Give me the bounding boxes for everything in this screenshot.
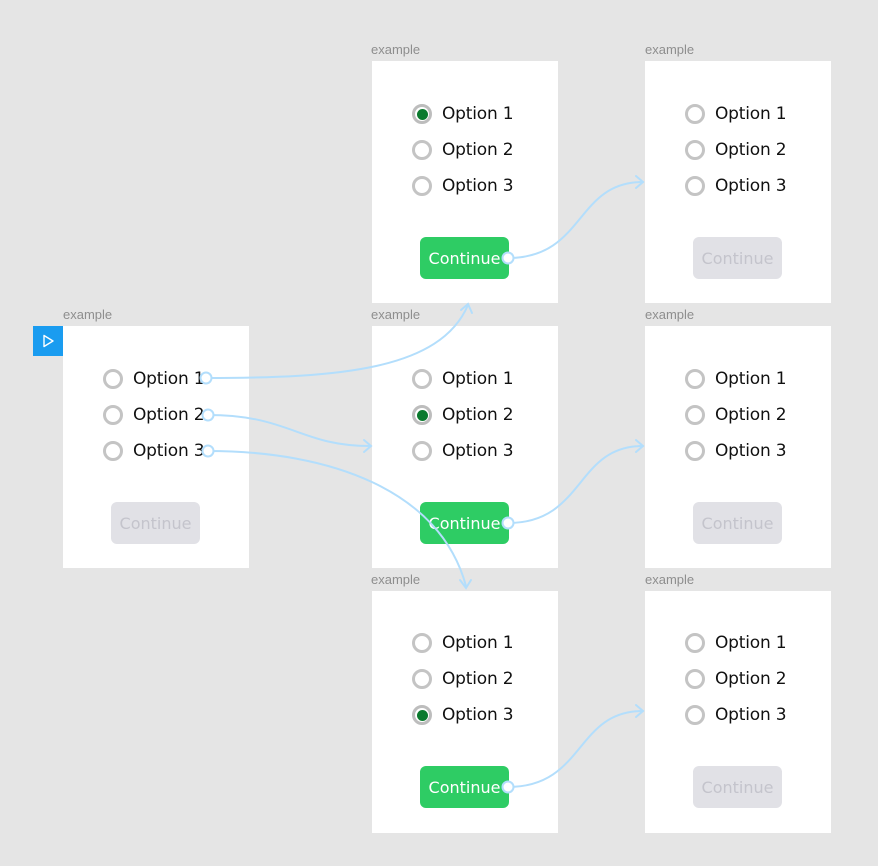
radio-circle[interactable] <box>685 405 705 425</box>
radio-circle[interactable] <box>685 633 705 653</box>
radio-circle[interactable] <box>685 176 705 196</box>
radio-circle[interactable] <box>412 441 432 461</box>
radio-option-3[interactable]: Option 3 <box>412 437 514 465</box>
radio-label: Option 1 <box>715 633 787 653</box>
frame-option-3-selected[interactable]: Option 1 Option 2 Option 3 Continue <box>372 591 558 833</box>
radio-label: Option 2 <box>715 669 787 689</box>
radio-label: Option 3 <box>715 176 787 196</box>
radio-label: Option 2 <box>442 669 514 689</box>
arrow-icon <box>635 704 645 718</box>
radio-label: Option 1 <box>442 633 514 653</box>
radio-label: Option 3 <box>715 441 787 461</box>
radio-option-3[interactable]: Option 3 <box>412 701 514 729</box>
continue-button[interactable]: Continue <box>420 766 509 808</box>
radio-label: Option 2 <box>715 140 787 160</box>
radio-option-3[interactable]: Option 3 <box>685 437 787 465</box>
radio-circle[interactable] <box>412 705 432 725</box>
radio-option-1[interactable]: Option 1 <box>685 100 787 128</box>
radio-label: Option 1 <box>715 369 787 389</box>
frame-result-1[interactable]: Option 1 Option 2 Option 3 Continue <box>645 61 831 303</box>
frame-label: example <box>645 572 695 587</box>
radio-option-1[interactable]: Option 1 <box>685 629 787 657</box>
radio-label: Option 1 <box>442 104 514 124</box>
frame-label: example <box>371 307 421 322</box>
radio-circle[interactable] <box>412 369 432 389</box>
radio-option-2[interactable]: Option 2 <box>412 401 514 429</box>
radio-option-1[interactable]: Option 1 <box>412 100 514 128</box>
radio-circle[interactable] <box>685 140 705 160</box>
continue-button[interactable]: Continue <box>693 766 782 808</box>
frame-result-2[interactable]: Option 1 Option 2 Option 3 Continue <box>645 326 831 568</box>
radio-option-1[interactable]: Option 1 <box>103 365 205 393</box>
continue-button[interactable]: Continue <box>693 502 782 544</box>
radio-label: Option 2 <box>715 405 787 425</box>
radio-option-1[interactable]: Option 1 <box>412 629 514 657</box>
arrow-icon <box>635 175 645 189</box>
radio-label: Option 3 <box>442 176 514 196</box>
arrow-icon <box>460 302 473 314</box>
radio-circle[interactable] <box>412 669 432 689</box>
radio-circle[interactable] <box>685 705 705 725</box>
radio-option-3[interactable]: Option 3 <box>412 172 514 200</box>
radio-option-1[interactable]: Option 1 <box>685 365 787 393</box>
radio-label: Option 2 <box>442 405 514 425</box>
radio-label: Option 1 <box>133 369 205 389</box>
radio-label: Option 3 <box>442 441 514 461</box>
radio-option-2[interactable]: Option 2 <box>685 136 787 164</box>
radio-circle[interactable] <box>412 140 432 160</box>
radio-option-1[interactable]: Option 1 <box>412 365 514 393</box>
radio-circle[interactable] <box>103 441 123 461</box>
radio-label: Option 1 <box>442 369 514 389</box>
continue-button[interactable]: Continue <box>111 502 200 544</box>
arrow-icon <box>363 439 373 453</box>
radio-option-3[interactable]: Option 3 <box>685 701 787 729</box>
radio-label: Option 2 <box>442 140 514 160</box>
continue-button[interactable]: Continue <box>420 502 509 544</box>
radio-circle[interactable] <box>412 405 432 425</box>
frame-label: example <box>371 42 421 57</box>
frame-start[interactable]: Option 1 Option 2 Option 3 Continue <box>63 326 249 568</box>
frame-option-2-selected[interactable]: Option 1 Option 2 Option 3 Continue <box>372 326 558 568</box>
radio-option-2[interactable]: Option 2 <box>685 401 787 429</box>
radio-circle[interactable] <box>103 369 123 389</box>
frame-label: example <box>63 307 113 322</box>
continue-button[interactable]: Continue <box>420 237 509 279</box>
arrow-icon <box>635 439 645 453</box>
radio-option-3[interactable]: Option 3 <box>685 172 787 200</box>
radio-circle[interactable] <box>685 104 705 124</box>
radio-option-2[interactable]: Option 2 <box>412 665 514 693</box>
radio-option-2[interactable]: Option 2 <box>685 665 787 693</box>
radio-option-3[interactable]: Option 3 <box>103 437 205 465</box>
radio-circle[interactable] <box>412 633 432 653</box>
frame-label: example <box>645 307 695 322</box>
radio-circle[interactable] <box>685 669 705 689</box>
flow-start-button[interactable] <box>33 326 63 356</box>
radio-label: Option 3 <box>442 705 514 725</box>
radio-label: Option 2 <box>133 405 205 425</box>
radio-circle[interactable] <box>103 405 123 425</box>
play-icon <box>43 334 54 348</box>
radio-circle[interactable] <box>412 176 432 196</box>
radio-circle[interactable] <box>685 369 705 389</box>
radio-label: Option 3 <box>715 705 787 725</box>
continue-button[interactable]: Continue <box>693 237 782 279</box>
frame-label: example <box>645 42 695 57</box>
frame-result-3[interactable]: Option 1 Option 2 Option 3 Continue <box>645 591 831 833</box>
radio-option-2[interactable]: Option 2 <box>412 136 514 164</box>
radio-option-2[interactable]: Option 2 <box>103 401 205 429</box>
radio-circle[interactable] <box>412 104 432 124</box>
frame-option-1-selected[interactable]: Option 1 Option 2 Option 3 Continue <box>372 61 558 303</box>
frame-label: example <box>371 572 421 587</box>
radio-circle[interactable] <box>685 441 705 461</box>
radio-label: Option 1 <box>715 104 787 124</box>
radio-label: Option 3 <box>133 441 205 461</box>
arrow-icon <box>459 579 472 590</box>
